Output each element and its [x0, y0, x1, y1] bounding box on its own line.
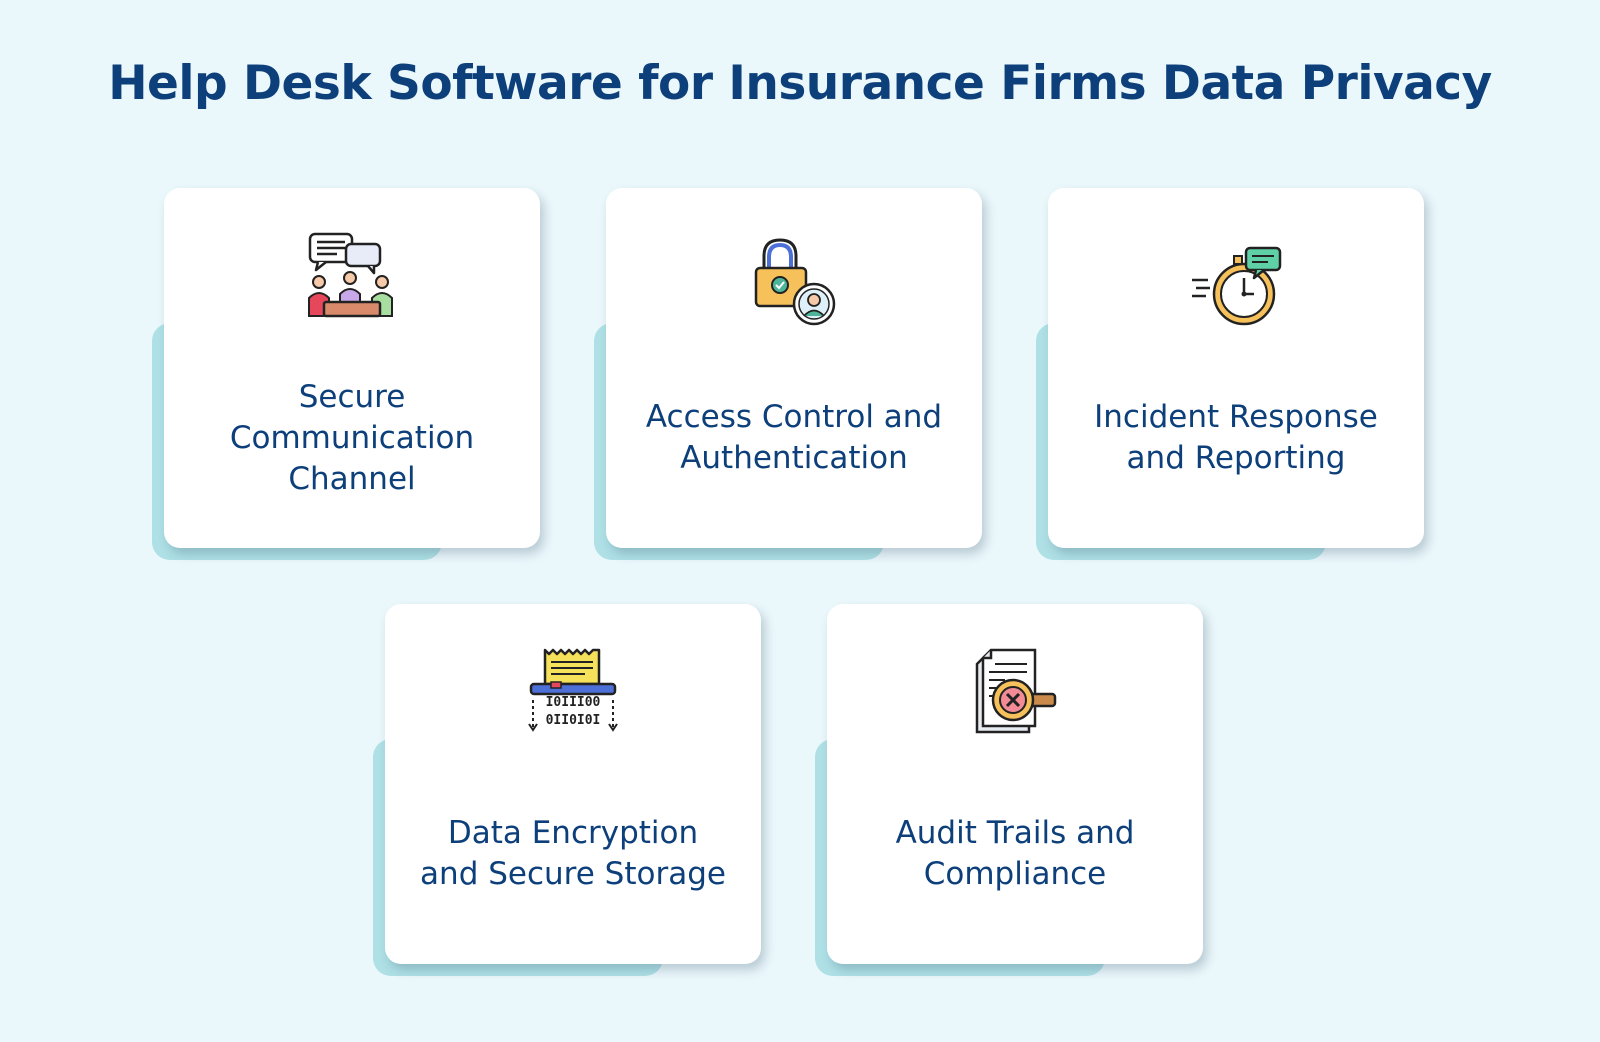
- card-label: Access Control and Authentication: [645, 399, 943, 476]
- card-body: I0III00 0II0I0I Data Encryption and Secu…: [385, 604, 761, 964]
- card-body: Secure Communication Channel: [164, 188, 540, 548]
- document-magnifier-icon: [965, 644, 1065, 744]
- card-body: Incident Response and Reporting: [1048, 188, 1424, 548]
- svg-text:I0III00: I0III00: [546, 695, 601, 710]
- feature-card-data-encryption: I0III00 0II0I0I Data Encryption and Secu…: [373, 604, 763, 976]
- feature-card-access-control: Access Control and Authentication: [594, 188, 984, 560]
- team-chat-icon: [302, 228, 402, 328]
- card-body: Access Control and Authentication: [606, 188, 982, 548]
- page-title: Help Desk Software for Insurance Firms D…: [108, 56, 1492, 111]
- card-label: Audit Trails and Compliance: [895, 815, 1135, 892]
- svg-text:0II0I0I: 0II0I0I: [546, 713, 601, 728]
- feature-card-incident-response: Incident Response and Reporting: [1036, 188, 1426, 560]
- feature-card-secure-communication: Secure Communication Channel: [152, 188, 542, 560]
- feature-card-audit-trails: Audit Trails and Compliance: [815, 604, 1205, 976]
- card-label: Data Encryption and Secure Storage: [420, 815, 726, 892]
- card-label: Incident Response and Reporting: [1094, 399, 1378, 476]
- card-label: Secure Communication Channel: [229, 378, 475, 497]
- card-body: Audit Trails and Compliance: [827, 604, 1203, 964]
- shredder-binary-icon: I0III00 0II0I0I: [523, 644, 623, 744]
- padlock-user-icon: [744, 228, 844, 328]
- stopwatch-message-icon: [1186, 228, 1286, 328]
